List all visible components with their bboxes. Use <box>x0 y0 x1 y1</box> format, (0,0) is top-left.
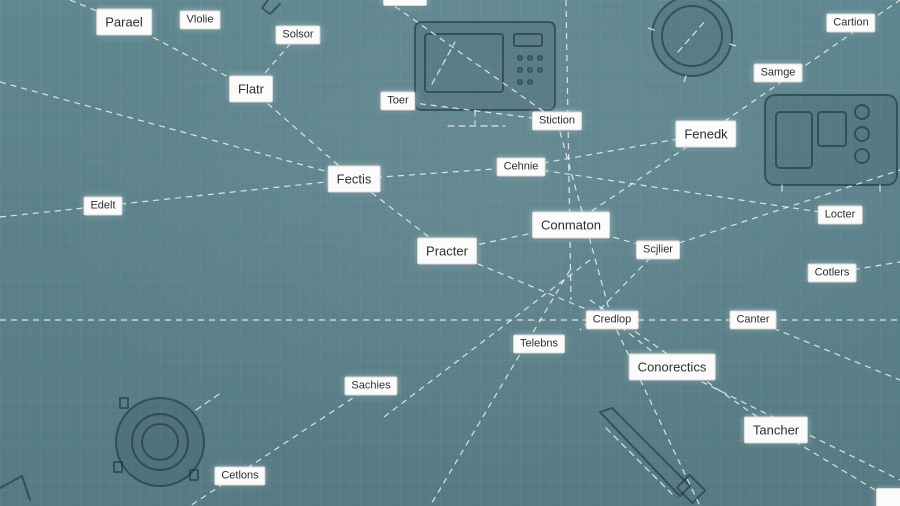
node-stiction[interactable]: Stiction <box>531 111 583 131</box>
node-solsor[interactable]: Solsor <box>275 25 321 45</box>
node-tancher[interactable]: Tancher <box>743 416 809 444</box>
node-vlolie[interactable]: Vlolie <box>179 10 221 30</box>
connection-line <box>565 0 572 301</box>
connection-line <box>611 319 701 506</box>
node-conmaton[interactable]: Conmaton <box>532 211 610 239</box>
connection-line <box>189 385 372 506</box>
node-cartion[interactable]: Cartion <box>826 13 876 33</box>
node-telebns[interactable]: Telebns <box>513 334 565 354</box>
node-top-edge[interactable] <box>383 0 427 6</box>
connection-line <box>385 0 558 122</box>
connection-line <box>446 250 613 321</box>
node-bottom-right-edge[interactable] <box>876 488 900 506</box>
node-cetlons[interactable]: Cetlons <box>214 466 266 486</box>
connection-line <box>520 133 707 168</box>
connection-line <box>353 166 522 180</box>
connection-line <box>250 88 355 180</box>
node-sachies[interactable]: Sachies <box>344 376 398 396</box>
node-practer[interactable]: Practer <box>417 237 477 265</box>
node-credlop[interactable]: Credlop <box>585 310 639 330</box>
cooker-sketch-icon <box>764 94 898 196</box>
node-edelt[interactable]: Edelt <box>83 196 123 216</box>
gear-ring-sketch-icon <box>113 391 223 487</box>
node-fenedk[interactable]: Fenedk <box>675 120 737 148</box>
node-scjlier[interactable]: Scjlier <box>636 240 680 260</box>
remote-sketch-icon <box>261 0 281 15</box>
node-samge[interactable]: Samge <box>753 63 803 83</box>
node-flatr[interactable]: Flatr <box>229 75 273 103</box>
connection-line <box>570 133 707 226</box>
connection-line <box>752 319 900 381</box>
node-cotlers[interactable]: Cotlers <box>807 263 857 283</box>
node-conorectics[interactable]: Conorectics <box>628 353 716 381</box>
handle-sketch-icon <box>599 407 707 505</box>
connection-line <box>353 178 448 252</box>
node-fectis[interactable]: Fectis <box>327 165 381 193</box>
connection-line <box>379 259 591 421</box>
connection-line <box>397 100 558 122</box>
node-canter[interactable]: Canter <box>729 310 777 330</box>
node-toer[interactable]: Toer <box>380 91 416 111</box>
node-cehnie[interactable]: Cehnie <box>496 157 546 177</box>
microwave-sketch-icon <box>414 21 556 127</box>
node-locter[interactable]: Locter <box>817 205 863 225</box>
connection-line <box>657 169 900 251</box>
connection-line <box>0 178 355 218</box>
connection-line <box>671 366 900 481</box>
node-parael[interactable]: Parael <box>96 8 152 36</box>
knob-sketch-icon <box>647 0 737 83</box>
connection-line <box>0 81 355 180</box>
connection-line <box>429 269 571 506</box>
corner-sketch-icon <box>0 475 31 501</box>
